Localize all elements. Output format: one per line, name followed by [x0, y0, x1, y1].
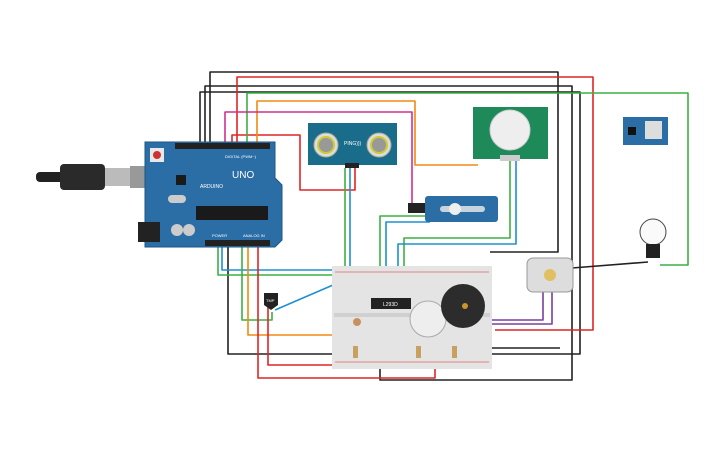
light-bulb[interactable]: [639, 218, 667, 258]
dc-motor[interactable]: [526, 257, 574, 293]
wire-green[interactable]: [403, 160, 511, 280]
arduino-model-label: UNO: [232, 170, 254, 181]
pir-sensor[interactable]: [473, 107, 548, 161]
power-analog-header: [205, 240, 270, 246]
wire-purple[interactable]: [490, 292, 544, 321]
analog-label: ANALOG IN: [243, 233, 265, 238]
wire-red[interactable]: [236, 76, 594, 331]
wire-blue[interactable]: [385, 221, 430, 280]
wire-green[interactable]: [379, 215, 425, 275]
wire-black[interactable]: [199, 91, 581, 355]
wire-blue[interactable]: [397, 160, 517, 280]
piezo-buzzer[interactable]: [441, 284, 485, 328]
usb-cable: [36, 164, 150, 190]
wire-green[interactable]: [217, 168, 346, 276]
power-jack: [138, 222, 160, 242]
reset-button: [153, 151, 161, 159]
resistor[interactable]: [416, 346, 421, 358]
wire-orange[interactable]: [256, 100, 478, 166]
wire-blue[interactable]: [221, 168, 351, 271]
wire-green[interactable]: [246, 92, 689, 266]
wires: [199, 71, 689, 381]
wifi-module[interactable]: [623, 117, 668, 145]
digital-header: [175, 143, 270, 149]
servo-motor[interactable]: [408, 196, 498, 222]
gas-sensor[interactable]: [409, 300, 447, 338]
temperature-sensor[interactable]: TMP: [264, 293, 278, 310]
wire-black[interactable]: [571, 261, 649, 269]
arduino-uno[interactable]: ARDUINO UNO DIGITAL (PWM~) POWER ANALOG …: [138, 141, 283, 248]
atmega-chip: [196, 206, 268, 220]
ultrasonic-sensor[interactable]: PING))): [308, 123, 397, 168]
wire-green[interactable]: [241, 245, 273, 321]
tmp-label: TMP: [266, 298, 275, 303]
photoresistor[interactable]: [353, 318, 361, 326]
digital-label: DIGITAL (PWM~): [225, 154, 257, 159]
power-label: POWER: [212, 233, 227, 238]
wire-black[interactable]: [209, 71, 559, 253]
l293d-chip[interactable]: L293D: [371, 298, 411, 309]
wire-orange[interactable]: [247, 245, 352, 336]
wire-purple[interactable]: [490, 292, 553, 325]
ultrasonic-label: PING))): [344, 141, 362, 147]
wire-red[interactable]: [231, 134, 356, 191]
arduino-logo: ARDUINO: [200, 184, 223, 190]
resistor[interactable]: [353, 346, 358, 358]
resistor[interactable]: [452, 346, 457, 358]
chip-label: L293D: [383, 302, 398, 308]
wire-red[interactable]: [267, 300, 340, 366]
wire-blue[interactable]: [274, 281, 341, 311]
